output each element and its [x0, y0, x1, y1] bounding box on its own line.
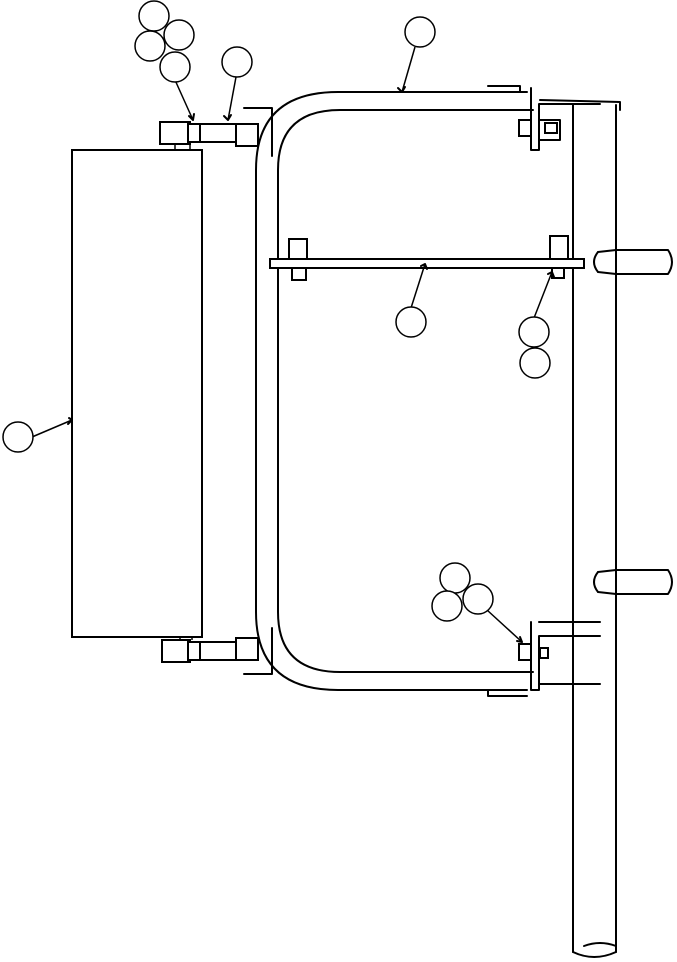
top-left-hinge — [159, 107, 273, 157]
callout-2 — [138, 0, 170, 32]
callout-9 — [518, 316, 550, 348]
mirror-frame — [255, 85, 534, 697]
callout-7 — [404, 16, 436, 48]
callout-13 — [462, 583, 494, 615]
vertical-post — [539, 99, 621, 958]
callout-8 — [395, 306, 427, 338]
callout-3 — [163, 19, 195, 51]
callout-5 — [159, 51, 191, 83]
bottom-right-clamp — [518, 621, 601, 691]
leader-lines — [31, 46, 555, 643]
cross-brace — [269, 235, 585, 281]
bottom-left-hinge — [161, 627, 273, 675]
callout-11 — [439, 562, 471, 594]
top-right-clamp — [518, 87, 601, 151]
callout-12 — [431, 590, 463, 622]
callout-circles — [2, 0, 551, 622]
callout-10 — [519, 347, 551, 379]
upper-tube — [593, 249, 673, 275]
mirror-head — [71, 149, 203, 638]
callout-4 — [134, 30, 166, 62]
callout-6 — [221, 46, 253, 78]
callout-1 — [2, 421, 34, 453]
lower-tube — [593, 569, 673, 595]
